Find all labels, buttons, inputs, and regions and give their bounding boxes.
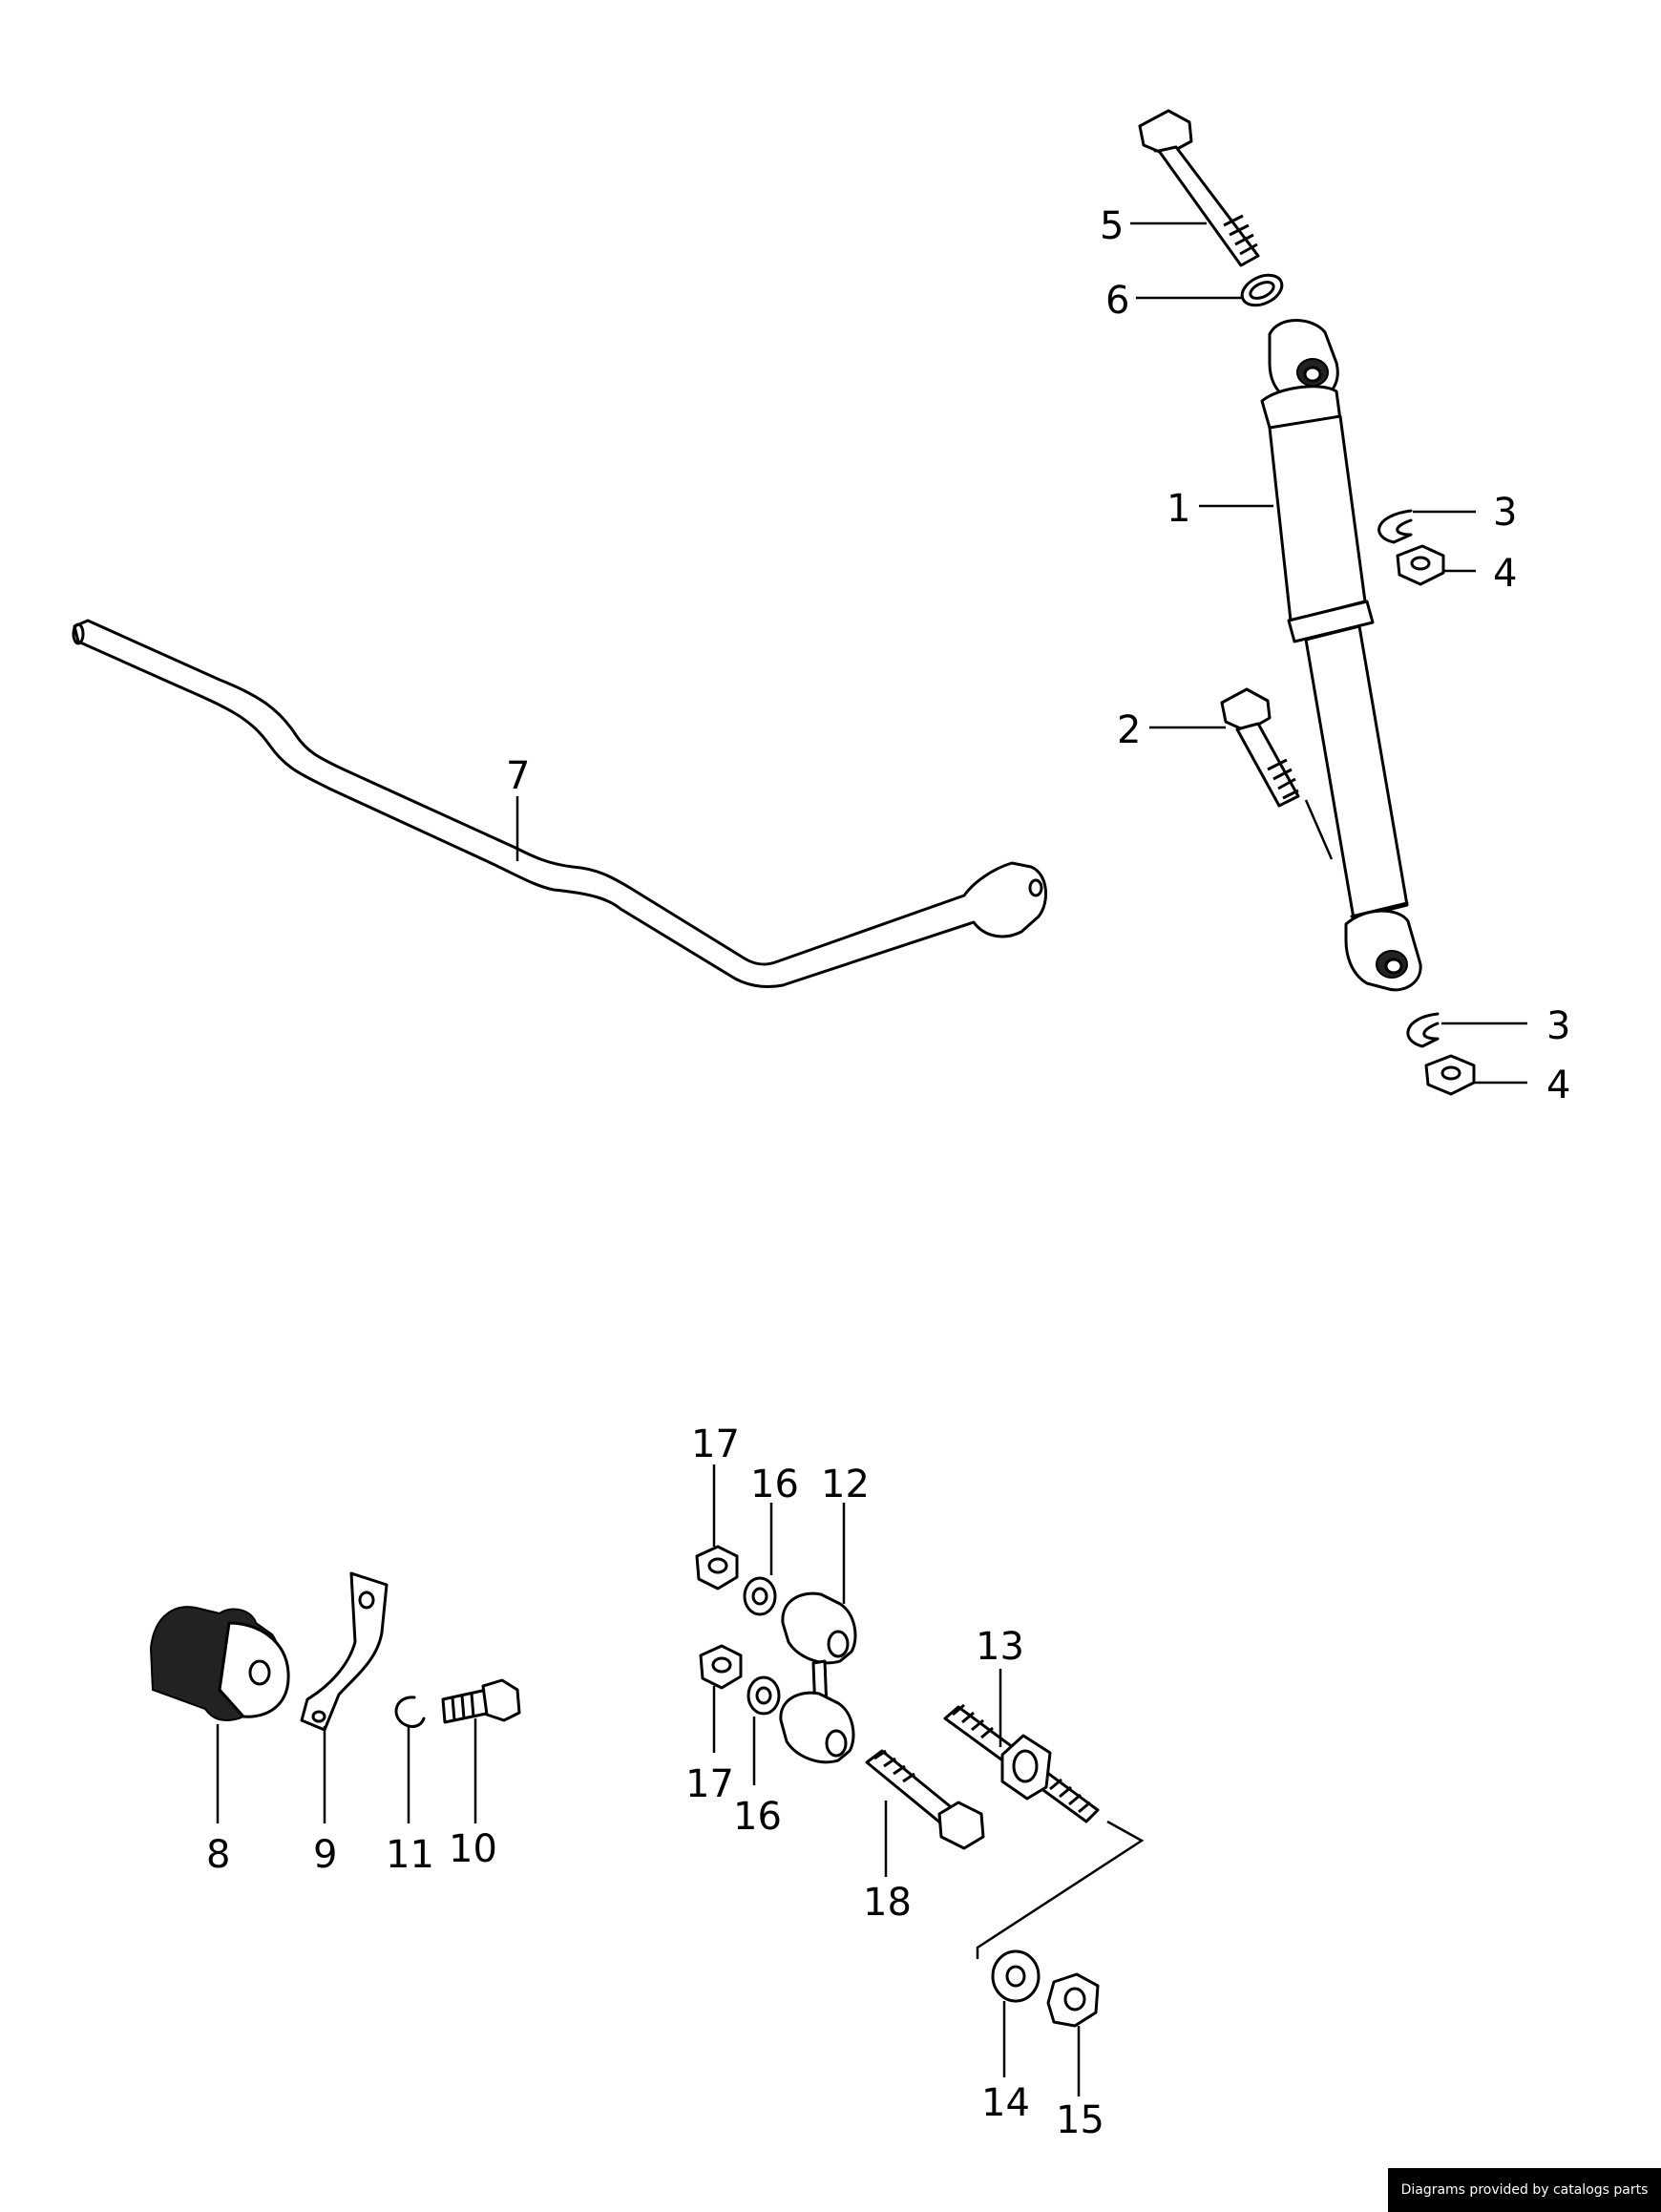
callout-6: 6: [1105, 279, 1129, 323]
bolt-mid: [1220, 687, 1334, 860]
washer-14: [991, 1949, 1041, 2003]
callout-7: 7: [506, 754, 530, 798]
callout-3-upper: 3: [1493, 491, 1517, 535]
drop-link: [779, 1591, 857, 1764]
washer-16-top: [743, 1576, 777, 1616]
clip-lower: [1406, 1012, 1440, 1048]
nut-upper: [1396, 544, 1445, 586]
stud-13: [943, 1703, 1100, 1823]
callout-17-top: 17: [691, 1422, 740, 1466]
callout-4-upper: 4: [1493, 552, 1517, 596]
clamp-bracket: [300, 1571, 389, 1732]
callout-12: 12: [821, 1463, 870, 1506]
footer-credit-badge: Diagrams provided by catalogs parts: [1388, 2168, 1661, 2212]
stud-assembly-leader: [976, 1820, 1145, 1959]
bolt-long: [1138, 109, 1260, 267]
callout-3-lower: 3: [1546, 1004, 1570, 1048]
nut-15: [1046, 1972, 1100, 2028]
bolt-small: [441, 1678, 521, 1724]
nut-lower: [1424, 1054, 1476, 1096]
footer-credit-text: Diagrams provided by catalogs parts: [1400, 2182, 1649, 2198]
nut-17-top: [695, 1545, 739, 1591]
callout-17-bottom: 17: [685, 1762, 734, 1806]
callout-14: 14: [981, 2081, 1030, 2125]
callout-18: 18: [863, 1881, 912, 1925]
leader-lines: [216, 221, 1527, 2096]
callout-4-lower: 4: [1546, 1064, 1570, 1107]
stabilizer-bar: [72, 619, 1048, 989]
clip-upper: [1377, 509, 1413, 544]
callout-2: 2: [1117, 708, 1141, 752]
bushing: [149, 1606, 290, 1721]
washer-top: [1240, 273, 1284, 307]
callout-10: 10: [449, 1827, 497, 1871]
callout-16-top: 16: [750, 1463, 799, 1506]
callout-8: 8: [206, 1833, 230, 1877]
callout-labels: 1 2 3 3 4 4 5 6 7 8 9 10 11 12 13 14 15 …: [206, 204, 1570, 2142]
bolt-18: [865, 1749, 985, 1850]
c-clip-small: [394, 1696, 426, 1728]
callout-15: 15: [1056, 2098, 1104, 2142]
callout-1: 1: [1167, 487, 1190, 531]
callout-13: 13: [976, 1625, 1024, 1669]
nut-17-bottom: [699, 1644, 743, 1690]
shock-absorber: [1260, 319, 1422, 992]
callout-5: 5: [1100, 204, 1124, 248]
callout-16-bottom: 16: [733, 1795, 782, 1839]
callout-9: 9: [313, 1833, 337, 1877]
callout-11: 11: [386, 1833, 434, 1877]
washer-16-bottom: [746, 1675, 781, 1716]
